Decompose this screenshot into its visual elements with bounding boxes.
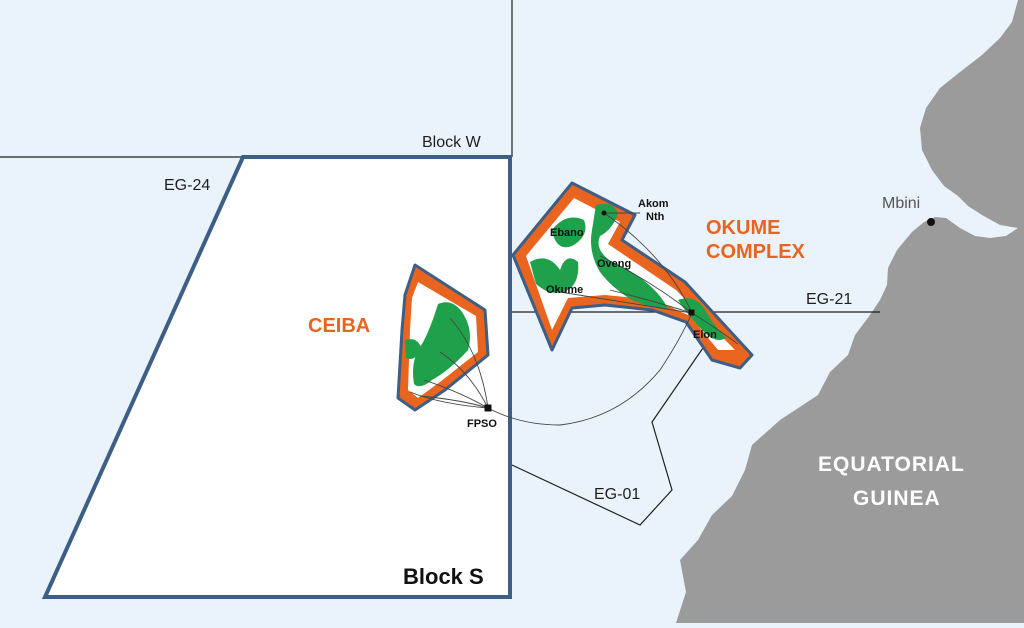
eg24-label: EG-24 [164,177,210,194]
eg01-label: EG-01 [594,486,640,503]
land-mainland [676,0,1024,623]
akom-marker [601,210,607,216]
elon-label: Elon [693,329,717,341]
okume-complex-field [511,181,754,370]
ceiba-label: CEIBA [308,315,370,337]
mbini-label: Mbini [882,195,920,212]
oveng-label: Oveng [597,258,631,270]
block-s-area [41,155,512,599]
okume-label-line2: COMPLEX [706,241,806,263]
fpso-label: FPSO [467,418,497,430]
okume-label-line1: OKUME [706,217,780,239]
ebano-label: Ebano [550,227,584,239]
country-label-line1: EQUATORIAL [818,453,965,476]
okume-well-label: Okume [546,284,583,296]
akom-label-line2: Nth [646,211,665,223]
country-label-line2: GUINEA [853,487,941,510]
akom-label-line1: Akom [638,198,669,210]
eg01-boundary-line [511,344,706,526]
eg21-label: EG-21 [806,291,852,308]
fpso-marker [484,404,492,412]
flowlines [409,212,739,426]
ceiba-field [396,263,490,412]
block-s-label: Block S [403,564,484,589]
mbini-marker [927,218,935,226]
elon-marker [688,309,695,316]
block-w-label: Block W [422,134,482,151]
